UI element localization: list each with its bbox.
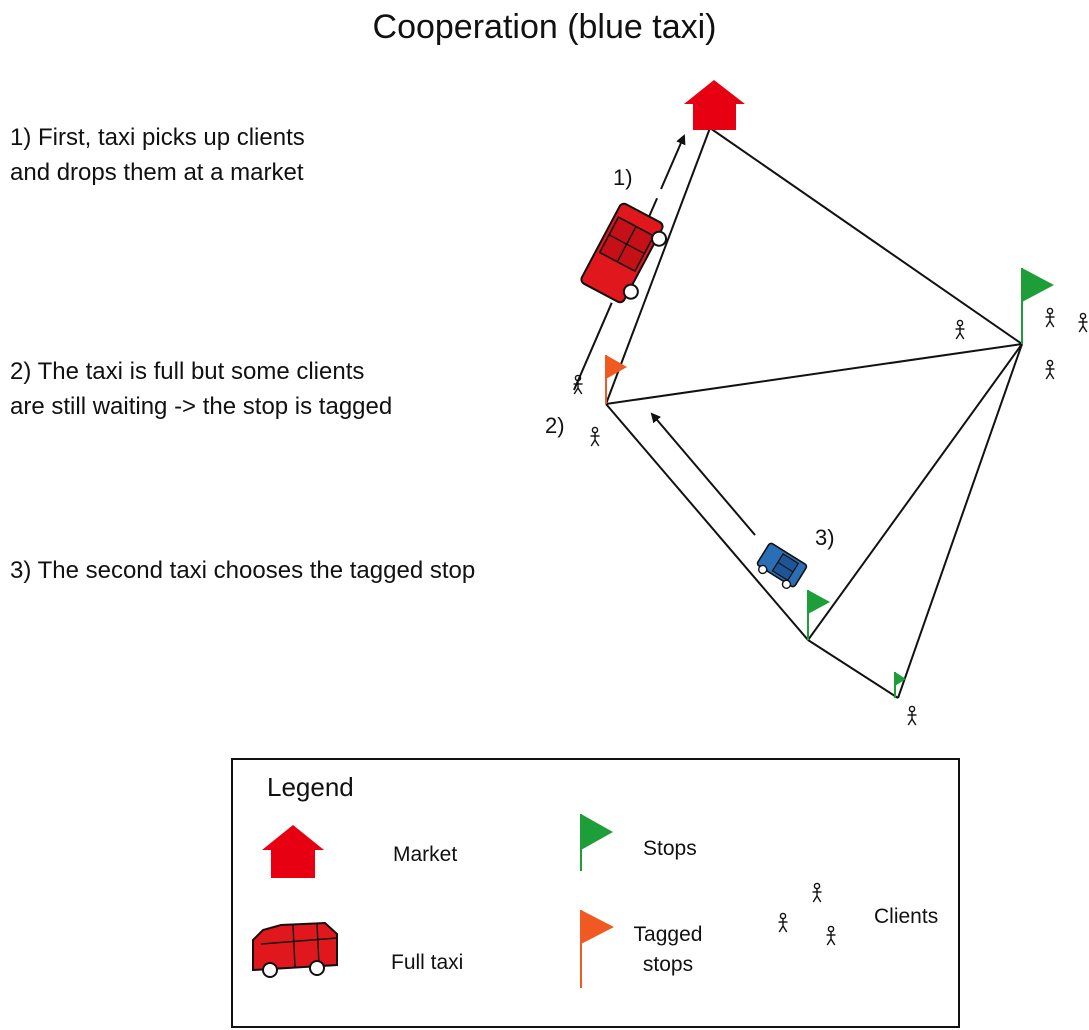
legend-tagged-stops-label: Tagged stops	[633, 920, 703, 980]
step-2-line-1: 2) The taxi is full but some clients	[10, 358, 365, 385]
legend-tagged-stops-line-2: stops	[642, 953, 694, 976]
legend-stop-flag-icon	[580, 814, 613, 871]
route-line	[807, 343, 1023, 641]
client-icon	[954, 319, 966, 340]
step-3-text: 3) The second taxi chooses the tagged st…	[10, 553, 475, 588]
step-2-line-2: are still waiting -> the stop is tagged	[10, 393, 393, 420]
legend-full-taxi-icon	[252, 921, 338, 978]
client-icon	[1077, 312, 1089, 333]
step-2-text: 2) The taxi is full but some clients are…	[10, 354, 392, 424]
legend-clients-label: Clients	[874, 905, 939, 928]
legend-market-icon	[262, 825, 324, 878]
market-icon	[684, 80, 745, 130]
legend-icons	[252, 814, 837, 988]
step-1-line-1: 1) First, taxi picks up clients	[10, 124, 305, 151]
client-icon	[1044, 359, 1056, 380]
legend-tagged-stops-line-1: Tagged	[633, 923, 703, 946]
stop-flag-icon	[1021, 268, 1054, 344]
client-icon	[589, 426, 601, 447]
diagram-label-step-3: 3)	[815, 525, 835, 550]
tagged-stop-flag-icon	[605, 355, 627, 404]
route-line	[605, 127, 711, 405]
client-icon	[572, 374, 584, 395]
diagram-label-step-1: 1)	[613, 165, 633, 190]
step-1-text: 1) First, taxi picks up clients and drop…	[10, 120, 305, 190]
legend-full-taxi-label: Full taxi	[391, 951, 464, 974]
diagram-label-step-2: 2)	[545, 413, 565, 438]
stop-flag-icon	[894, 672, 906, 698]
step-3-line-1: 3) The second taxi chooses the tagged st…	[10, 557, 476, 584]
route-line	[605, 343, 1023, 405]
blue-taxi-path-arrow	[650, 412, 756, 536]
route-line	[807, 639, 899, 699]
legend-client-icon	[825, 925, 837, 946]
legend-tagged-flag-icon	[580, 910, 614, 988]
legend-market-label: Market	[393, 843, 458, 866]
legend-title: Legend	[267, 772, 354, 802]
step-1-line-2: and drops them at a market	[10, 159, 304, 186]
client-icon	[1044, 307, 1056, 328]
route-line	[605, 403, 809, 641]
route-lines	[605, 127, 1023, 699]
route-line	[897, 343, 1023, 699]
client-icon	[906, 705, 918, 726]
diagram-title: Cooperation (blue taxi)	[372, 8, 717, 46]
full-taxi-path-arrow	[573, 134, 686, 391]
blue-taxi-icon	[756, 542, 808, 589]
legend-stops-label: Stops	[643, 837, 697, 860]
stop-flag-icon	[807, 590, 830, 640]
legend-box: Legend	[231, 758, 960, 1028]
legend-client-icon	[777, 912, 789, 933]
legend-client-icon	[811, 882, 823, 903]
full-taxi-icon	[580, 202, 668, 304]
route-line	[709, 127, 1023, 345]
